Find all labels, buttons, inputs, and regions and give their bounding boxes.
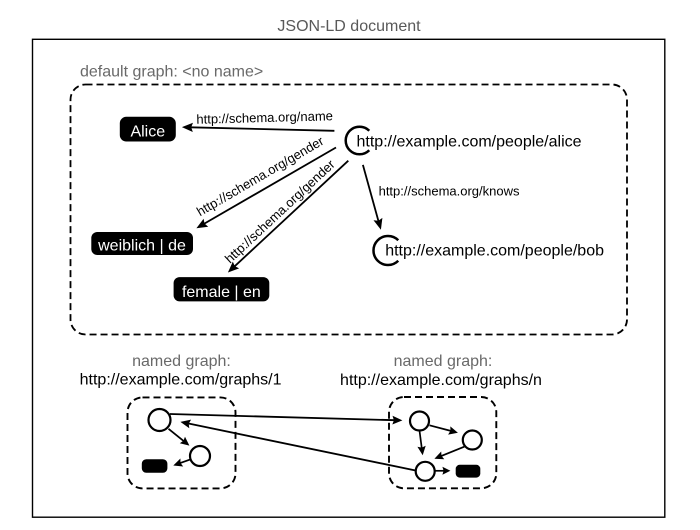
svg-text:JSON-LD document: JSON-LD document xyxy=(277,18,421,35)
svg-text:http://schema.org/name: http://schema.org/name xyxy=(196,108,333,127)
svg-text:http://example.com/graphs/n: http://example.com/graphs/n xyxy=(340,372,542,389)
svg-text:weiblich | de: weiblich | de xyxy=(97,238,186,255)
svg-text:default graph: <no name>: default graph: <no name> xyxy=(80,64,263,81)
svg-text:http://schema.org/knows: http://schema.org/knows xyxy=(379,184,520,199)
svg-text:http://example.com/people/bob: http://example.com/people/bob xyxy=(385,243,604,260)
svg-text:http://example.com/people/alic: http://example.com/people/alice xyxy=(357,134,582,151)
svg-text:female | en: female | en xyxy=(182,284,261,301)
svg-text:http://example.com/graphs/1: http://example.com/graphs/1 xyxy=(80,372,282,389)
svg-text:named graph:: named graph: xyxy=(132,353,231,370)
svg-text:Alice: Alice xyxy=(130,124,165,141)
svg-text:named graph:: named graph: xyxy=(394,353,493,370)
